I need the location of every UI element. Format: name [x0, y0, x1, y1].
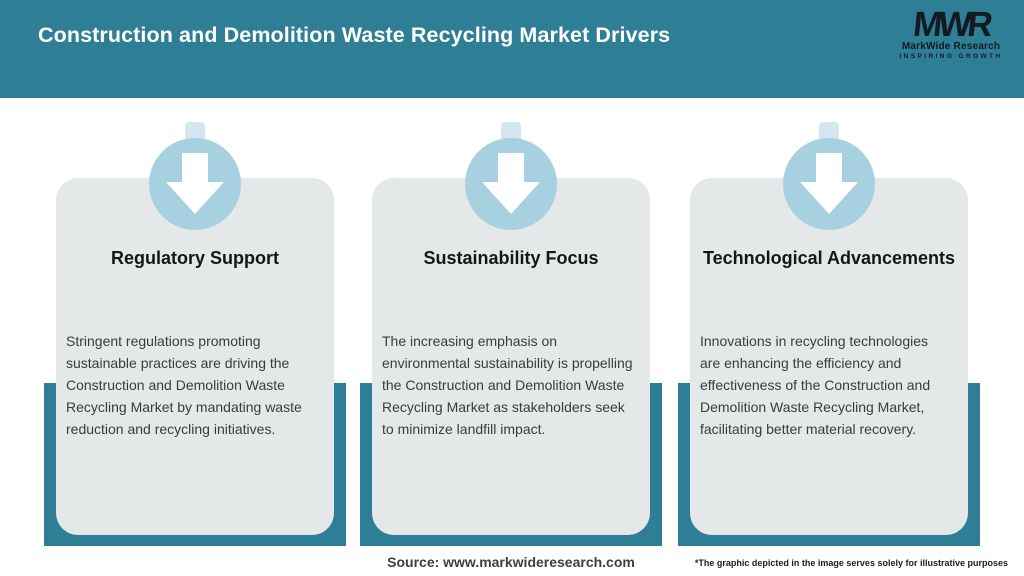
- mwr-logo-icon: MWR: [911, 5, 991, 44]
- driver-card-group-regulatory: Regulatory Support Stringent regulations…: [44, 120, 346, 556]
- header-bar: Construction and Demolition Waste Recycl…: [0, 0, 1024, 98]
- disclaimer-text: *The graphic depicted in the image serve…: [694, 558, 1008, 568]
- logo-tagline: INSPIRING GROWTH: [899, 53, 1003, 60]
- down-arrow-glyph: [800, 153, 858, 214]
- card-title: Regulatory Support: [110, 248, 279, 268]
- source-text: Source: www.markwideresearch.com: [387, 554, 635, 570]
- card-description: The increasing emphasis on environmental…: [382, 333, 633, 437]
- down-arrow-icon: [465, 138, 557, 230]
- driver-card: Technological Advancements Innovations i…: [690, 178, 968, 535]
- card-description: Stringent regulations promoting sustaina…: [66, 333, 302, 437]
- markwide-logo: MWR MarkWide Research INSPIRING GROWTH: [890, 5, 1012, 61]
- down-arrow-icon: [149, 138, 241, 230]
- driver-card: Regulatory Support Stringent regulations…: [56, 178, 334, 535]
- driver-card: Sustainability Focus The increasing emph…: [372, 178, 650, 535]
- card-description: Innovations in recycling technologies ar…: [700, 333, 931, 437]
- arrow-notch: [819, 122, 839, 142]
- driver-card-group-sustainability: Sustainability Focus The increasing emph…: [360, 120, 662, 556]
- logo-brand-name: MarkWide Research: [901, 41, 1001, 52]
- arrow-notch: [185, 122, 205, 142]
- down-arrow-glyph: [166, 153, 224, 214]
- driver-card-group-technology: Technological Advancements Innovations i…: [678, 120, 980, 556]
- down-arrow-glyph: [482, 153, 540, 214]
- card-title: Technological Advancements: [702, 248, 956, 268]
- page-title: Construction and Demolition Waste Recycl…: [38, 23, 671, 47]
- arrow-notch: [501, 122, 521, 142]
- down-arrow-icon: [783, 138, 875, 230]
- card-title: Sustainability Focus: [423, 248, 599, 268]
